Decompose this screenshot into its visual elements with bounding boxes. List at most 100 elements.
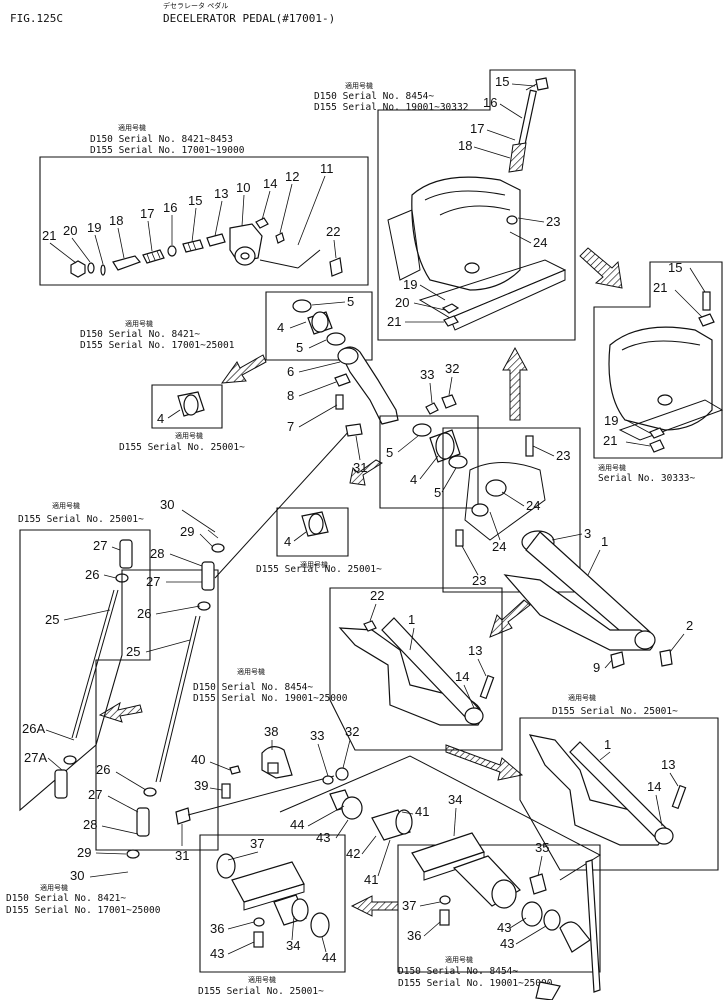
svg-text:1: 1 <box>408 612 415 627</box>
svg-text:適用号機: 適用号機 <box>598 463 626 472</box>
svg-text:D155 Serial No. 19001~30332: D155 Serial No. 19001~30332 <box>314 102 468 113</box>
callouts-rt: 15 21 19 21 <box>603 260 682 448</box>
bracket-assembly: 38 33 32 40 39 44 43 41 42 41 <box>191 724 602 887</box>
panel-bracket-bottom-right: 34 35 43 37 36 43 適用号機 D150 Serial No. 8… <box>397 792 601 989</box>
svg-text:30: 30 <box>160 497 174 512</box>
svg-text:33: 33 <box>310 728 324 743</box>
svg-text:36: 36 <box>210 921 224 936</box>
page-title: DECELERATOR PEDAL(#17001-) <box>163 12 335 25</box>
svg-text:26: 26 <box>85 567 99 582</box>
panel-frame <box>519 717 719 871</box>
svg-text:6: 6 <box>287 364 294 379</box>
bolt-head <box>535 77 549 91</box>
spring-part <box>508 142 527 173</box>
spring-part <box>182 239 204 253</box>
nut-part <box>255 217 269 229</box>
svg-text:31: 31 <box>353 460 367 475</box>
svg-text:17: 17 <box>470 121 484 136</box>
panel-bracket-bottom-left: 37 36 34 43 44 適用号機 D155 Serial No. 2500… <box>198 834 346 997</box>
svg-text:適用号機: 適用号機 <box>345 81 373 90</box>
svg-text:Serial No. 30333~: Serial No. 30333~ <box>598 473 696 484</box>
washer-part <box>167 245 177 257</box>
rod-bottom-parts: 29 30 31 適用号機 D150 Serial No. 8421~ D155… <box>6 775 335 916</box>
svg-text:8: 8 <box>287 388 294 403</box>
svg-text:D150 Serial No. 8421~: D150 Serial No. 8421~ <box>80 329 200 340</box>
svg-text:32: 32 <box>445 361 459 376</box>
svg-text:28: 28 <box>150 546 164 561</box>
svg-text:適用号機: 適用号機 <box>568 693 596 702</box>
svg-text:15: 15 <box>188 193 202 208</box>
svg-text:40: 40 <box>191 752 205 767</box>
figure-id: FIG.125C <box>10 12 63 25</box>
svg-text:27: 27 <box>93 538 107 553</box>
panel-pedal-bracket-upper: 適用号機 D150 Serial No. 8454~ D155 Serial N… <box>314 69 576 341</box>
svg-text:34: 34 <box>286 938 300 953</box>
svg-text:37: 37 <box>402 898 416 913</box>
bracket-body <box>411 176 521 291</box>
svg-text:28: 28 <box>83 817 97 832</box>
svg-text:D155 Serial No. 19001~25000: D155 Serial No. 19001~25000 <box>193 693 348 704</box>
panel-bushing-bottom: 4 適用号機 D155 Serial No. 25001~ <box>256 507 382 575</box>
svg-text:41: 41 <box>364 872 378 887</box>
arrow-to-bottom-left <box>350 895 399 917</box>
pedal-lever-bottom <box>535 859 601 1000</box>
arrow-to-lower-left <box>220 354 267 384</box>
svg-text:D155 Serial No. 17001~25000: D155 Serial No. 17001~25000 <box>6 905 161 916</box>
svg-text:27: 27 <box>146 574 160 589</box>
svg-text:44: 44 <box>290 817 304 832</box>
svg-text:14: 14 <box>647 779 661 794</box>
svg-text:22: 22 <box>326 224 340 239</box>
svg-text:43: 43 <box>316 830 330 845</box>
svg-text:4: 4 <box>410 472 417 487</box>
svg-text:1: 1 <box>601 534 608 549</box>
arrow-down-left <box>489 599 531 638</box>
panel-frame <box>377 69 576 341</box>
svg-text:D155 Serial No. 25001~: D155 Serial No. 25001~ <box>18 514 144 525</box>
svg-text:31: 31 <box>175 848 189 863</box>
svg-text:4: 4 <box>277 320 284 335</box>
clevis-part <box>229 223 263 266</box>
svg-text:21: 21 <box>42 228 56 243</box>
bolt-part <box>206 233 226 247</box>
svg-text:D150 Serial No. 8454~: D150 Serial No. 8454~ <box>398 966 518 977</box>
panel-frame <box>39 156 369 286</box>
nut-part <box>70 260 86 278</box>
nut-part <box>698 313 715 327</box>
panel-pedal-lower: 22 1 13 14 適用号機 D150 Serial No. 8454~ D1… <box>193 587 503 751</box>
svg-text:27: 27 <box>88 787 102 802</box>
svg-text:19: 19 <box>403 277 417 292</box>
nut-part <box>649 439 665 453</box>
arrow-to-right-panel <box>579 247 623 289</box>
svg-text:15: 15 <box>495 74 509 89</box>
svg-text:43: 43 <box>500 936 514 951</box>
bolt-part <box>455 529 464 547</box>
svg-text:32: 32 <box>345 724 359 739</box>
washer-part <box>441 303 460 314</box>
panel-bushing-mid: 5 4 5 <box>379 415 479 509</box>
title-jp: デセラレータ ペダル <box>163 1 228 10</box>
svg-text:2: 2 <box>686 618 693 633</box>
panel-spring-assembly: 適用号機 D150 Serial No. 8421~8453 D155 Seri… <box>39 123 369 286</box>
svg-text:13: 13 <box>214 186 228 201</box>
svg-text:16: 16 <box>483 95 497 110</box>
nut-part <box>443 315 459 327</box>
svg-text:13: 13 <box>661 757 675 772</box>
svg-text:29: 29 <box>77 845 91 860</box>
svg-text:D155 Serial No. 19001~25000: D155 Serial No. 19001~25000 <box>398 978 553 989</box>
svg-text:5: 5 <box>434 485 441 500</box>
lever-arm: 6 8 7 33 32 <box>287 346 459 434</box>
panel-bushing-upper: 適用号機 D150 Serial No. 8421~ D155 Serial N… <box>80 291 373 361</box>
svg-text:14: 14 <box>455 669 469 684</box>
svg-text:1: 1 <box>604 737 611 752</box>
svg-text:33: 33 <box>420 367 434 382</box>
svg-text:11: 11 <box>320 161 334 176</box>
svg-text:D155 Serial No. 25001~: D155 Serial No. 25001~ <box>552 706 678 717</box>
note-line: D155 Serial No. 17001~19000 <box>90 145 245 156</box>
svg-text:26: 26 <box>137 606 151 621</box>
panel-bushing-small: 4 適用号機 D155 Serial No. 25001~ <box>119 384 245 453</box>
svg-text:23: 23 <box>472 573 486 588</box>
arrow-to-right-lower <box>445 744 524 781</box>
svg-text:適用号機: 適用号機 <box>175 431 203 440</box>
svg-text:5: 5 <box>347 294 354 309</box>
